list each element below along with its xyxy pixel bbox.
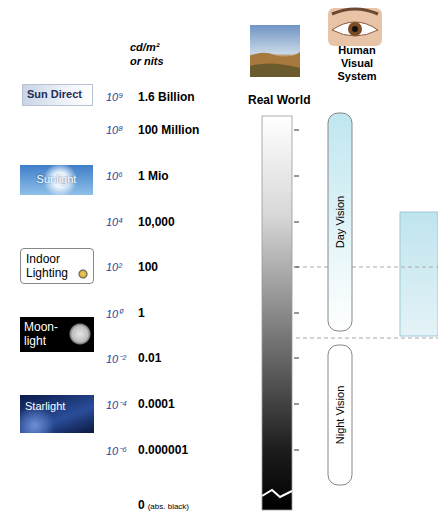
unit-label: cd/m² [130, 41, 159, 53]
icon-label: Sunlight [24, 173, 89, 185]
icon-label: Moon- light [24, 320, 66, 348]
value-label: 0.0001 [138, 397, 175, 411]
day-vision-capsule: Day Vision [328, 113, 352, 331]
tick-marks [294, 130, 299, 450]
exponent-label: 10⁹ [106, 91, 123, 103]
icon-label: Day Vision [334, 196, 346, 248]
landscape-photo [250, 25, 300, 77]
exponent-label: 10² [106, 261, 122, 273]
unit-label: or nits [130, 55, 164, 67]
exponent-label: 10⁴ [106, 216, 123, 228]
column-heading: Real World [248, 93, 310, 107]
night-capsule [328, 345, 352, 485]
tick [294, 130, 299, 131]
tick [294, 267, 299, 268]
break-mark [262, 490, 292, 497]
starlight-icon: Starlight [20, 395, 94, 433]
value-label: 0.000001 [138, 443, 188, 457]
value-label: 100 Million [138, 123, 199, 137]
tick [294, 450, 299, 451]
day-capsule [328, 113, 352, 331]
tick [294, 404, 299, 405]
value-label: 10,000 [138, 215, 175, 229]
exponent-label: 10⁻⁴ [106, 397, 127, 412]
night-vision-capsule: Night Vision [328, 345, 352, 485]
icon-label: Night Vision [334, 386, 346, 445]
exponent-label: 10⁸ [106, 124, 123, 136]
sun-direct-icon: Sun Direct [22, 84, 93, 106]
icon-label: Sun Direct [27, 88, 88, 100]
indoor-lighting-icon: Indoor Lighting [20, 248, 94, 284]
column-heading: Human Visual System [322, 44, 392, 83]
tick [294, 222, 299, 223]
tick [294, 358, 299, 359]
luminance-bar [262, 116, 292, 510]
sunlight-icon: Sunlight [20, 165, 93, 195]
eye-photo [328, 8, 382, 46]
tick [294, 176, 299, 177]
tick [294, 313, 299, 314]
dashed-guide [296, 338, 438, 339]
exponent-label: 10⁰ [106, 306, 122, 321]
icon-label: Indoor Lighting [26, 252, 77, 280]
range-block [400, 212, 438, 336]
moonlight-icon: Moon- light [20, 317, 94, 352]
icon-label: Starlight [25, 400, 89, 412]
value-label: 0 [138, 498, 145, 512]
exponent-label: 10⁶ [106, 170, 123, 182]
dashed-guide [296, 267, 438, 268]
value-label: 1 [138, 306, 145, 320]
note-label: (abs. black) [148, 502, 189, 511]
value-label: 1.6 Billion [138, 90, 195, 104]
exponent-label: 10⁻⁶ [106, 443, 127, 458]
value-label: 1 Mio [138, 169, 169, 183]
value-label: 0.01 [138, 351, 161, 365]
value-label: 100 [138, 260, 158, 274]
exponent-label: 10⁻² [106, 351, 126, 366]
